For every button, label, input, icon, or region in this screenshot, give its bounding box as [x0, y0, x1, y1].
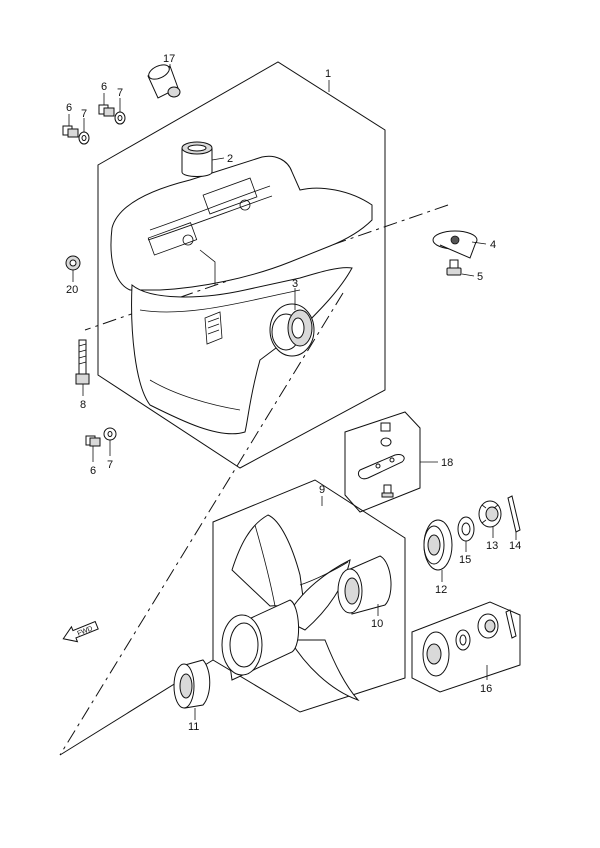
- callout-2: 2: [227, 153, 233, 165]
- part-18-bracket: [357, 422, 405, 498]
- callout-11: 11: [188, 721, 199, 733]
- callout-3: 3: [292, 278, 298, 290]
- part-11-thrust-bushing: [173, 659, 211, 709]
- callout-13: 13: [486, 540, 498, 552]
- callout-7-upper-left: 7: [81, 108, 87, 120]
- part-15-washer: [457, 516, 475, 542]
- fwd-direction-arrow: FWD: [62, 620, 99, 643]
- part-14-cotter-pin: [507, 495, 521, 533]
- part-6-bolt-upper-left: [62, 125, 79, 138]
- leader-lines: [68, 64, 517, 720]
- callout-17: 17: [163, 53, 175, 65]
- callout-18: 18: [441, 457, 453, 469]
- part-7-washer-lower: [103, 427, 117, 441]
- callout-7-upper-right: 7: [117, 87, 123, 99]
- callout-7-lower: 7: [107, 459, 113, 471]
- shaft-center-line-lower: [59, 292, 344, 756]
- callout-20: 20: [66, 284, 78, 296]
- part-5-bolt: [446, 259, 462, 276]
- callout-4: 4: [490, 239, 496, 251]
- part-4-anode: [432, 230, 478, 259]
- part-2-bushing: [181, 141, 213, 177]
- part-6-bolt-lower: [85, 435, 101, 447]
- callout-12: 12: [435, 584, 447, 596]
- part-12-hub: [423, 519, 453, 571]
- callout-16: 16: [480, 683, 492, 695]
- callout-1: 1: [325, 68, 331, 80]
- part-9-propeller: [221, 514, 360, 702]
- part-7-washer-upper-right: [114, 111, 126, 125]
- part-3-oil-seal: [269, 303, 315, 357]
- part-17-plug: [147, 64, 181, 99]
- part-20-plug: [65, 255, 81, 271]
- callout-5: 5: [477, 271, 483, 283]
- callout-10: 10: [371, 618, 383, 630]
- callout-labels: 1 2 3 4 5 17 6 7 6 7 20 8 6 7 18 9 10 11…: [66, 53, 521, 733]
- part-8-long-bolt: [75, 339, 90, 385]
- gear-case-housing: [110, 155, 373, 435]
- callout-6-upper-left: 6: [66, 102, 72, 114]
- fwd-label: FWD: [76, 625, 93, 637]
- part-6-bolt-upper-right: [98, 104, 115, 117]
- bracket-group-frame: [344, 411, 421, 513]
- gear-case-group-frame: [97, 61, 386, 469]
- nut-set-group-frame: [411, 601, 521, 693]
- part-13-castle-nut: [478, 500, 502, 528]
- callout-9: 9: [319, 484, 325, 496]
- callout-15: 15: [459, 554, 471, 566]
- callout-6-upper-right: 6: [101, 81, 107, 93]
- part-10-spacer: [337, 555, 392, 615]
- part-16-nut-set: [422, 609, 517, 677]
- callout-8: 8: [80, 399, 86, 411]
- callout-6-lower: 6: [90, 465, 96, 477]
- part-7-washer-upper-left: [78, 131, 90, 145]
- callout-14: 14: [509, 540, 521, 552]
